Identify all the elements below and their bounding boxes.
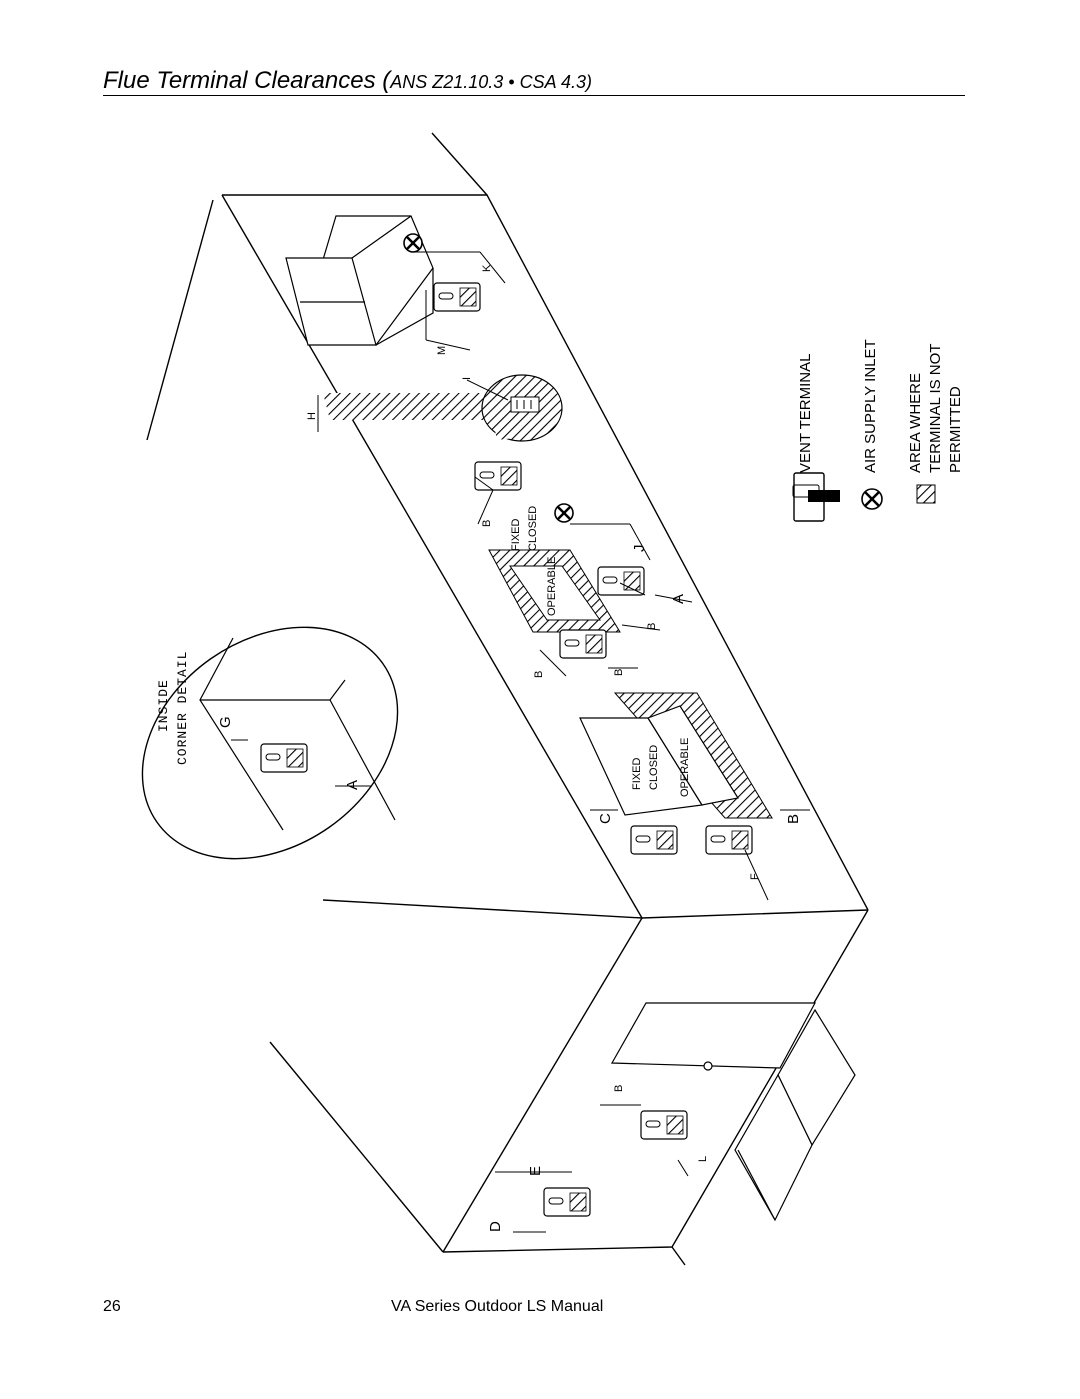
legend: VENT TERMINAL AIR SUPPLY INLET AREA WHER… bbox=[792, 339, 964, 522]
dim-label-e: E bbox=[527, 1166, 544, 1176]
window2-operable-label: OPERABLE bbox=[679, 738, 691, 797]
vent-terminal bbox=[640, 1110, 688, 1140]
door-panel bbox=[610, 1002, 817, 1071]
dim-label-b: B bbox=[533, 671, 545, 678]
window1-operable-label: OPERABLE bbox=[546, 557, 558, 616]
window1-fixed-label: FIXED bbox=[510, 519, 522, 551]
restricted-band-h bbox=[323, 374, 563, 442]
dim-label-b: B bbox=[613, 669, 625, 676]
dimension-lines bbox=[231, 251, 810, 1233]
vent-terminal-icon bbox=[792, 472, 840, 522]
vent-terminal bbox=[260, 743, 308, 773]
dim-label-m: M bbox=[436, 346, 448, 355]
steps bbox=[734, 1008, 856, 1222]
title-underline bbox=[103, 95, 965, 96]
legend-air-label: AIR SUPPLY INLET bbox=[862, 339, 879, 473]
air-supply-inlet-icon bbox=[861, 488, 883, 510]
window2-closed-label: CLOSED bbox=[648, 745, 660, 790]
dim-label-k: K bbox=[481, 264, 493, 272]
operable-window-2 bbox=[579, 692, 773, 819]
inside-corner-detail bbox=[141, 626, 399, 860]
inset-label-inside: INSIDE bbox=[156, 679, 171, 732]
deck-box bbox=[375, 268, 434, 346]
vent-terminal bbox=[559, 629, 607, 659]
dim-label-g: G bbox=[217, 716, 234, 728]
legend-area-label-1: AREA WHERE bbox=[907, 373, 924, 473]
dim-label-c: C bbox=[597, 813, 614, 824]
air-supply-inlet-icon bbox=[402, 232, 424, 254]
dim-label-i: I bbox=[461, 377, 473, 380]
vent-terminal bbox=[433, 282, 481, 312]
dim-label-f: F bbox=[749, 873, 761, 880]
dim-label-b: B bbox=[481, 520, 493, 527]
vent-terminal bbox=[543, 1187, 591, 1217]
roof-structure bbox=[285, 215, 434, 346]
legend-vent-label: VENT TERMINAL bbox=[797, 354, 814, 473]
window1-closed-label: CLOSED bbox=[527, 506, 539, 551]
dim-label-h: H bbox=[306, 412, 318, 420]
vent-terminal bbox=[474, 461, 522, 491]
vent-terminal bbox=[630, 825, 678, 855]
dim-label-d: D bbox=[487, 1221, 504, 1232]
dim-label-a: A bbox=[670, 594, 687, 604]
dim-label-l: L bbox=[697, 1156, 709, 1162]
vent-terminal bbox=[705, 825, 753, 855]
legend-area-label-3: PERMITTED bbox=[947, 386, 964, 473]
dim-label-b: B bbox=[785, 814, 802, 824]
dim-label-b: B bbox=[646, 623, 658, 630]
dim-label-b: B bbox=[613, 1085, 625, 1092]
title-standard: ANS Z21.10.3 • CSA 4.3) bbox=[390, 72, 592, 92]
air-supply-inlet-icon bbox=[553, 502, 575, 524]
operable-window-1 bbox=[488, 549, 621, 633]
dim-label-j: J bbox=[631, 545, 648, 553]
dim-label-a: A bbox=[344, 780, 361, 790]
window2-fixed-label: FIXED bbox=[631, 758, 643, 790]
hatched-area-icon bbox=[916, 484, 936, 504]
page-number: 26 bbox=[103, 1298, 121, 1315]
inset-label-corner-detail: CORNER DETAIL bbox=[175, 651, 190, 765]
title-main: Flue Terminal Clearances ( bbox=[103, 67, 391, 94]
manual-title: VA Series Outdoor LS Manual bbox=[391, 1298, 604, 1315]
legend-area-label-2: TERMINAL IS NOT bbox=[927, 344, 944, 473]
page-title: Flue Terminal Clearances (ANS Z21.10.3 •… bbox=[103, 67, 592, 95]
